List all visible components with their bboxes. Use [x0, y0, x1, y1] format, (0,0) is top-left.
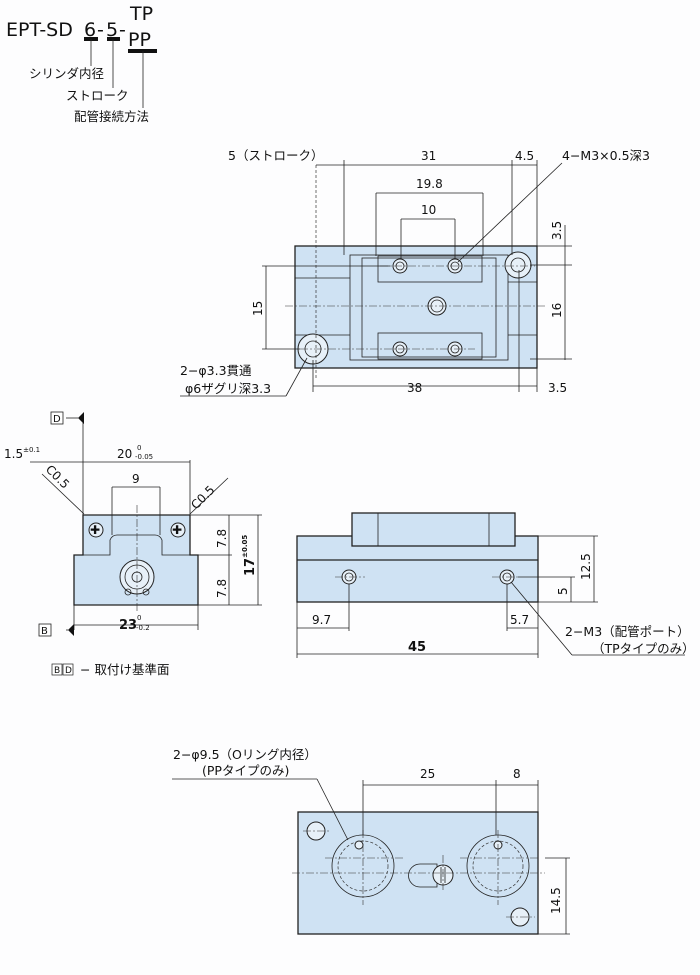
dim-14-5: 14.5	[549, 887, 563, 914]
chamfer-left: C0.5	[43, 462, 72, 491]
dim-9-7: 9.7	[312, 613, 331, 627]
datum-b: B	[41, 626, 48, 637]
model-prefix: EPT-SD	[6, 19, 73, 41]
chamfer-right: C0.5	[188, 483, 217, 512]
legend-d: D	[65, 666, 72, 676]
hole-note-1: 2−φ3.3貫通	[180, 363, 252, 378]
dim-4-5: 4.5	[515, 149, 534, 163]
dim-stroke: 5（ストローク）	[228, 148, 323, 163]
dim-23: 23	[119, 618, 137, 633]
dim-15: 15	[251, 301, 265, 316]
dim-31: 31	[421, 149, 436, 163]
model-stroke: 5	[106, 19, 118, 41]
dim-9: 9	[132, 472, 140, 486]
dim-20-tol-upper: 0	[137, 444, 141, 452]
model-option-tp: TP	[129, 3, 153, 25]
legend-text: − 取付け基準面	[80, 662, 169, 677]
dim-5-7: 5.7	[510, 613, 529, 627]
model-sep-1: -	[97, 19, 104, 41]
dim-19-8: 19.8	[416, 177, 443, 191]
hole-note-2: φ6ザグリ深3.3	[185, 381, 271, 396]
model-code: EPT-SD 6 - 5 - TP PP シリンダ内径 ストローク 配管接続方法	[6, 3, 157, 124]
dim-20-tol-lower: -0.05	[135, 453, 153, 461]
end-view: ✚ ✚ D B 1.5±0.1 20 0 -0.05 C0.5 C0	[4, 411, 262, 677]
port-note-1: 2−M3（配管ポート）	[565, 624, 690, 639]
dim-45: 45	[408, 640, 426, 655]
dim-38: 38	[407, 381, 422, 395]
dim-17: 17±0.05	[241, 535, 258, 576]
port-note-2: （TPタイプのみ）	[592, 641, 695, 656]
dim-7-8-upper: 7.8	[215, 529, 229, 548]
dim-16: 16	[550, 303, 564, 318]
dim-23-tol-upper: 0	[137, 614, 141, 622]
dim-3-5-bottom: 3.5	[548, 381, 567, 395]
label-port: 配管接続方法	[74, 109, 149, 124]
dim-20: 20	[117, 447, 132, 461]
dim-23-tol-lower: -0.2	[136, 624, 150, 632]
dim-7-8-lower: 7.8	[215, 579, 229, 598]
model-option-pp: PP	[128, 29, 151, 51]
legend-b: B	[54, 666, 60, 676]
side-view: 9.7 5.7 45 12.5 5 2−M3（配管ポート） （TPタイプのみ）	[296, 512, 695, 658]
dim-10: 10	[421, 203, 436, 217]
bottom-view: 2−φ9.5（Oリング内径） (PPタイプのみ) 25 8 14.5	[172, 747, 570, 935]
dim-1-5: 1.5±0.1	[4, 446, 40, 461]
datum-d: D	[53, 414, 61, 425]
dim-5: 5	[556, 587, 570, 595]
dim-8: 8	[513, 767, 521, 781]
label-bore: シリンダ内径	[29, 66, 104, 81]
label-stroke: ストローク	[66, 88, 129, 103]
oring-note-2: (PPタイプのみ)	[202, 763, 289, 778]
screw-icon-left: ✚	[90, 523, 100, 537]
screw-icon-right: ✚	[172, 523, 182, 537]
model-sep-2: -	[119, 19, 126, 41]
dim-25: 25	[420, 767, 435, 781]
top-view: 5（ストローク） 31 4.5 4−M3×0.5深3 19.8 10 3.5 1…	[180, 148, 650, 397]
dim-3-5-top: 3.5	[550, 221, 564, 240]
tap-note: 4−M3×0.5深3	[562, 148, 650, 163]
oring-note-1: 2−φ9.5（Oリング内径）	[173, 747, 317, 762]
model-bore: 6	[84, 19, 96, 41]
dim-12-5: 12.5	[579, 553, 593, 580]
